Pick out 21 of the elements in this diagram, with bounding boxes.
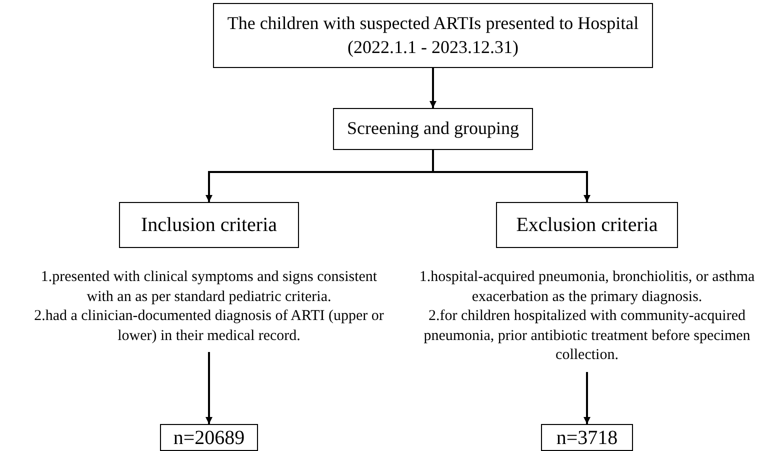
node-text: (2022.1.1 - 2023.12.31) (348, 36, 518, 59)
arrow (432, 150, 590, 202)
node-text: Exclusion criteria (516, 213, 658, 238)
node-text: 2.had a clinician-documented diagnosis of ARTI (upper or lower) in their medical record. (33, 307, 385, 346)
node-text: 2.for children hospitalized with community-acquired pneumonia, prior antibiotic treatment before specimen collection. (422, 307, 752, 366)
process-box (541, 424, 633, 451)
node-text: 1.hospital-acquired pneumonia, bronchiolitis, or asthma exacerbation as the primary diagnosis. (418, 268, 756, 307)
node-text: n=20689 (173, 426, 245, 450)
node-text: Inclusion criteria (140, 213, 278, 238)
process-box (119, 202, 299, 248)
process-box (496, 202, 678, 248)
process-box (160, 424, 258, 451)
arrow (430, 68, 436, 108)
node-text: n=3718 (556, 426, 618, 450)
arrow (206, 352, 212, 424)
node-text: 1.presented with clinical symptoms and signs consistent with an as per standard pediatric criteria. (40, 268, 378, 306)
node-text: The children with suspected ARTIs presented to Hospital (227, 12, 639, 36)
arrow (584, 372, 590, 424)
node-text: Screening and grouping (347, 117, 519, 140)
process-box (213, 3, 653, 68)
process-box (333, 108, 533, 150)
